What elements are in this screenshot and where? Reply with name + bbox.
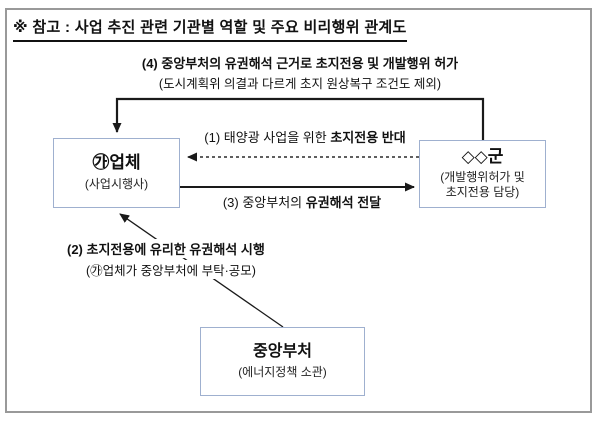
node-ministry-box: 중앙부처 (에너지정책 소관) bbox=[200, 327, 365, 396]
annotation-step1: (1) 태양광 사업을 위한 초지전용 반대 bbox=[185, 127, 425, 146]
node-company-subtitle: (사업시행사) bbox=[84, 177, 149, 192]
node-county-subtitle: (개발행위허가 및 초지전용 담당) bbox=[440, 170, 525, 200]
node-company-title: ㉮업체 bbox=[92, 152, 141, 172]
annotation-step3-emphasis: 유권해석 전달 bbox=[305, 195, 382, 210]
node-ministry-title: 중앙부처 bbox=[253, 342, 312, 360]
node-county-box: ◇◇군 (개발행위허가 및 초지전용 담당) bbox=[419, 140, 546, 208]
node-county-title: ◇◇군 bbox=[461, 147, 504, 167]
annotation-step2-note: (㉮업체가 중앙부처에 부탁·공모) bbox=[83, 260, 259, 279]
arrow-step4-permit bbox=[112, 97, 485, 140]
page-title: ※ 참고 : 사업 추진 관련 기관별 역할 및 주요 비리행위 관계도 bbox=[13, 16, 407, 42]
annotation-step4: (4) 중앙부처의 유권해석 근거로 초지전용 및 개발행위 허가 bbox=[141, 56, 459, 71]
node-company-box: ㉮업체 (사업시행사) bbox=[53, 138, 180, 208]
annotation-step4-note: (도시계획위 의결과 다르게 초지 원상복구 조건도 제외) bbox=[158, 77, 442, 91]
node-county-subtitle-line2: 초지전용 담당) bbox=[445, 184, 520, 199]
annotation-step3: (3) 중앙부처의 유권해석 전달 bbox=[185, 192, 419, 211]
annotation-step1-prefix: (1) 태양광 사업을 위한 bbox=[204, 130, 331, 145]
annotation-step1-emphasis: 초지전용 반대 bbox=[330, 130, 406, 145]
annotation-step2: (2) 초지전용에 유리한 유권해석 시행 bbox=[64, 239, 268, 258]
annotation-step3-prefix: (3) 중앙부처의 bbox=[222, 195, 306, 210]
outer-frame bbox=[5, 8, 592, 413]
node-ministry-subtitle: (에너지정책 소관) bbox=[238, 365, 327, 380]
node-county-subtitle-line1: (개발행위허가 및 bbox=[440, 169, 525, 184]
